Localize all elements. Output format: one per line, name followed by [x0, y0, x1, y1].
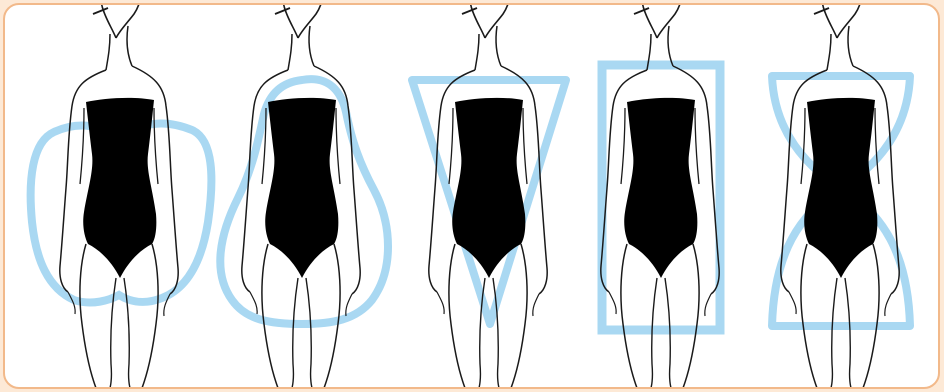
figure-pear — [220, 5, 388, 388]
woman-apple — [60, 5, 178, 388]
figure-apple — [31, 5, 212, 388]
woman-hourglass — [781, 5, 899, 388]
figure-rectangle — [601, 5, 720, 388]
woman-pear — [242, 5, 360, 388]
figure-hourglass — [772, 5, 910, 388]
body-shapes-card — [3, 3, 940, 389]
figure-inverted-triangle — [412, 5, 566, 388]
body-shapes-illustration — [5, 5, 940, 389]
